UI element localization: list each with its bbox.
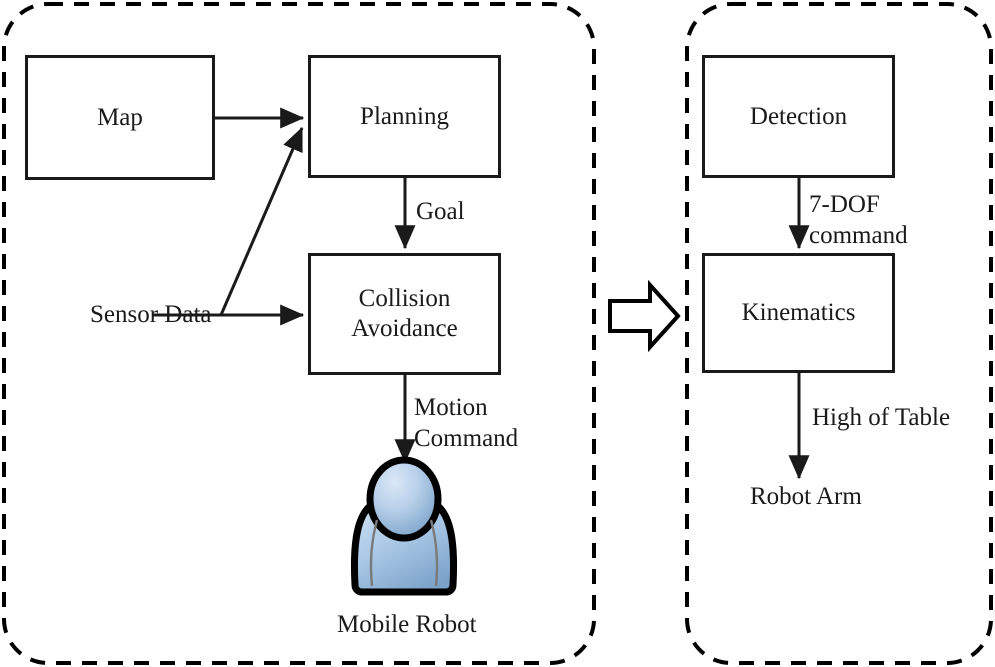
person-avatar-icon [350,456,458,596]
node-collision-avoidance-label: Collision Avoidance [351,285,458,342]
node-kinematics-label: Kinematics [741,299,856,326]
node-collision-avoidance[interactable]: Collision Avoidance [308,253,501,375]
label-motion-command-line1: Motion [414,394,488,421]
group-frame-mobile-robot [2,2,596,665]
block-arrow-right-icon [608,279,681,353]
label-high-of-table: High of Table [812,404,951,431]
connector-sensor-to-planning [219,126,304,316]
label-goal: Goal [416,198,465,225]
node-kinematics[interactable]: Kinematics [702,253,895,373]
label-dof-command-line1: 7-DOF [809,191,880,218]
label-dof-command-line2: command [809,222,908,249]
node-planning[interactable]: Planning [308,55,501,178]
node-map-label: Map [97,103,143,131]
label-sensor-data: Sensor Data [90,301,212,328]
node-detection-label: Detection [749,102,848,130]
group-frame-robot-arm [685,2,993,665]
label-motion-command-line2: Command [414,425,519,452]
node-map[interactable]: Map [25,55,215,180]
node-detection[interactable]: Detection [702,55,895,178]
node-planning-label: Planning [360,102,449,130]
